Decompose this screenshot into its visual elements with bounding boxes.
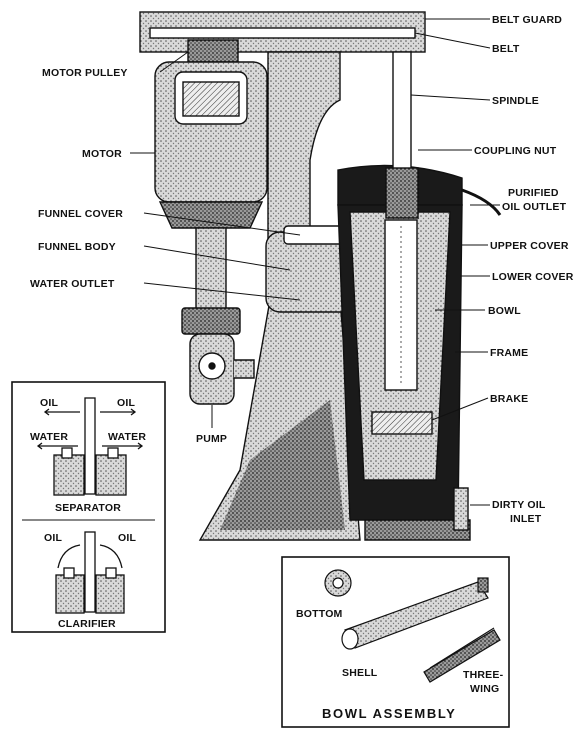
- clarifier-oil-left: OIL: [44, 532, 62, 544]
- separator-clarifier-inset: OIL OIL WATER WATER SEPARATOR OIL OIL CL…: [11, 381, 166, 633]
- callout-labels: BELT GUARD BELT MOTOR PULLEY SPINDLE MOT…: [30, 14, 574, 525]
- label-dirty-oil-inlet-2: INLET: [510, 513, 542, 525]
- inset-oil-right: OIL: [117, 397, 135, 409]
- separator-sketch: [36, 397, 144, 496]
- inset-oil-left: OIL: [40, 397, 58, 409]
- label-frame: FRAME: [490, 347, 528, 359]
- label-bowl: BOWL: [488, 305, 521, 317]
- coupling-nut-shape: [385, 167, 419, 219]
- inset-water-left: WATER: [30, 431, 68, 443]
- inset-clarifier-label: CLARIFIER: [58, 618, 116, 630]
- label-brake: BRAKE: [490, 393, 528, 405]
- clarifier-oil-right: OIL: [118, 532, 136, 544]
- bowl-assembly-shell-label: SHELL: [342, 667, 378, 679]
- bowl-assembly-three-wing-label-1: THREE-: [463, 669, 504, 681]
- label-funnel-cover: FUNNEL COVER: [38, 208, 123, 220]
- bowl-shell-part: [341, 577, 489, 650]
- belt-shape: [149, 27, 416, 39]
- bowl-assembly-inset: BOTTOM SHELL THREE- WING BOWL ASSEMBLY: [281, 556, 510, 728]
- inset-water-right: WATER: [108, 431, 146, 443]
- motor-base: [158, 201, 264, 229]
- clarifier-sketch: [55, 531, 125, 614]
- label-dirty-oil-inlet-1: DIRTY OIL: [492, 499, 546, 511]
- label-funnel-body: FUNNEL BODY: [38, 241, 116, 253]
- label-motor-pulley: MOTOR PULLEY: [42, 67, 128, 79]
- label-belt-guard: BELT GUARD: [492, 14, 562, 26]
- spindle-shape: [392, 51, 412, 173]
- label-upper-cover: UPPER COVER: [490, 240, 569, 252]
- leader-lines: [130, 18, 500, 506]
- label-motor: MOTOR: [82, 148, 122, 160]
- motor-pulley-shape: [187, 39, 239, 63]
- frame-column: [267, 51, 341, 241]
- dirty-oil-inlet-shape: [364, 519, 471, 541]
- label-purified-oil-outlet-2: OIL OUTLET: [502, 201, 567, 213]
- three-wing-part: [423, 627, 501, 683]
- bowl-assembly-title: BOWL ASSEMBLY: [322, 706, 456, 721]
- label-coupling-nut: COUPLING NUT: [474, 145, 557, 157]
- brake-shape: [371, 411, 433, 435]
- bowl-assembly-three-wing-label-2: WING: [470, 683, 499, 695]
- label-belt: BELT: [492, 43, 520, 55]
- bowl-shape: [384, 219, 418, 391]
- pump-shaft: [195, 227, 227, 311]
- bowl-bottom-part: [324, 569, 352, 597]
- label-purified-oil-outlet-1: PURIFIED: [508, 187, 559, 199]
- machine-illustration: [139, 11, 502, 541]
- label-pump: PUMP: [196, 433, 227, 445]
- label-lower-cover: LOWER COVER: [492, 271, 574, 283]
- bowl-assembly-bottom-label: BOTTOM: [296, 608, 343, 620]
- inset-separator-label: SEPARATOR: [55, 502, 121, 514]
- label-spindle: SPINDLE: [492, 95, 539, 107]
- label-water-outlet: WATER OUTLET: [30, 278, 115, 290]
